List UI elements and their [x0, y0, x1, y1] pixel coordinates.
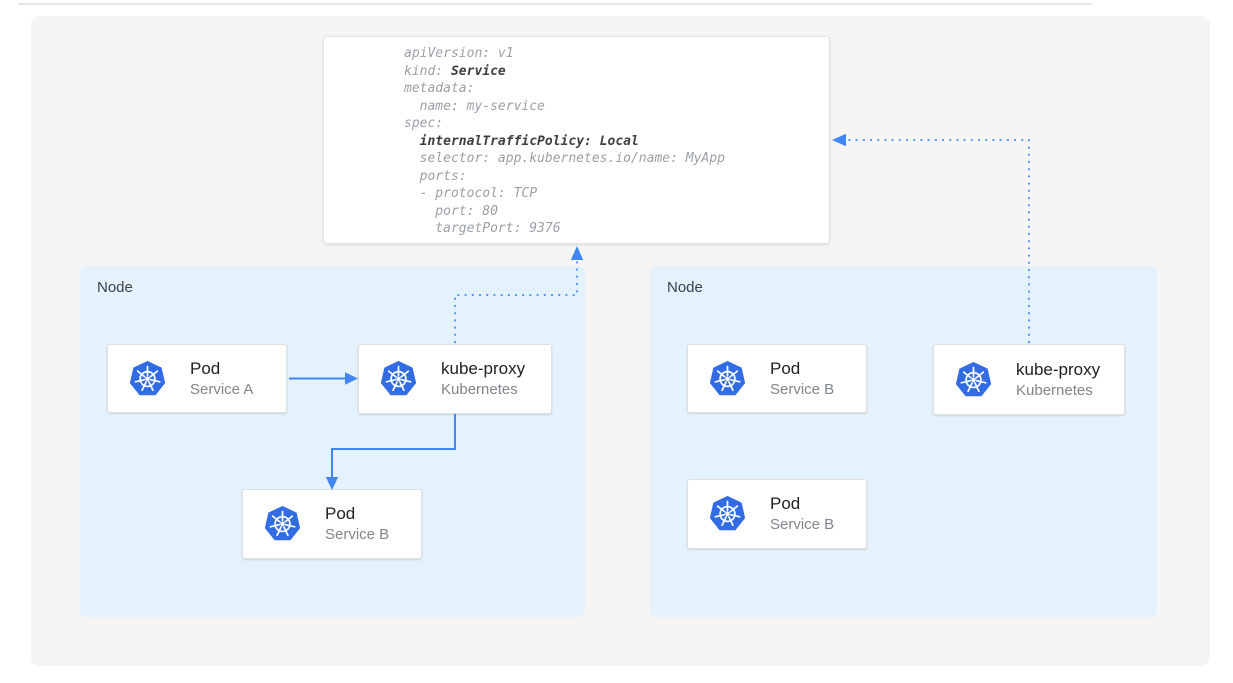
- card-subtitle: Service B: [770, 380, 835, 398]
- kubernetes-icon: [709, 361, 746, 397]
- card-title: kube-proxy: [1016, 359, 1101, 379]
- card-pod-service-a: Pod Service A: [107, 344, 287, 413]
- yaml-line: spec:: [404, 116, 444, 131]
- kubernetes-icon: [129, 361, 166, 397]
- card-pod-service-b-right-1: Pod Service B: [687, 344, 867, 413]
- top-divider: [18, 3, 1093, 5]
- yaml-line: kind: Service: [404, 63, 506, 79]
- kubernetes-icon: [264, 506, 301, 542]
- card-subtitle: Kubernetes: [1016, 381, 1093, 399]
- card-subtitle: Service B: [770, 516, 835, 533]
- card-subtitle: Kubernetes: [441, 381, 518, 398]
- card-title: Pod: [770, 494, 801, 513]
- yaml-line: apiVersion: v1: [404, 46, 514, 61]
- yaml-line: targetPort: 9376: [404, 221, 561, 236]
- card-kube-proxy-left: kube-proxy Kubernetes: [358, 344, 552, 414]
- card-subtitle: Service A: [190, 380, 254, 398]
- kubernetes-icon: [709, 496, 746, 532]
- card-title: Pod: [770, 358, 801, 378]
- node-label: Node: [667, 279, 703, 296]
- kubernetes-icon: [955, 362, 992, 398]
- yaml-line: selector: app.kubernetes.io/name: MyApp: [404, 151, 725, 166]
- yaml-line: name: my-service: [404, 98, 545, 114]
- card-title: Pod: [325, 504, 356, 523]
- yaml-line: ports:: [404, 168, 467, 184]
- card-kube-proxy-right: kube-proxy Kubernetes: [933, 344, 1125, 415]
- card-title: kube-proxy: [441, 359, 526, 378]
- node-left: Node Pod Service A kube-proxy Kubernetes…: [80, 266, 585, 617]
- node-label: Node: [97, 279, 133, 296]
- node-right: Node Pod Service B kube-proxy Kubernetes…: [650, 266, 1157, 617]
- kubernetes-icon: [380, 361, 417, 397]
- yaml-line: - protocol: TCP: [404, 186, 538, 201]
- card-subtitle: Service B: [325, 526, 390, 543]
- yaml-line: port: 80: [404, 203, 498, 219]
- card-title: Pod: [190, 358, 221, 378]
- yaml-line: metadata:: [404, 81, 475, 96]
- service-yaml-card: apiVersion: v1 kind: Service metadata: nam…: [323, 36, 830, 244]
- card-pod-service-b-right-2: Pod Service B: [687, 479, 867, 549]
- yaml-line: internalTrafficPolicy: Local: [419, 133, 639, 149]
- card-pod-service-b-left: Pod Service B: [242, 489, 422, 559]
